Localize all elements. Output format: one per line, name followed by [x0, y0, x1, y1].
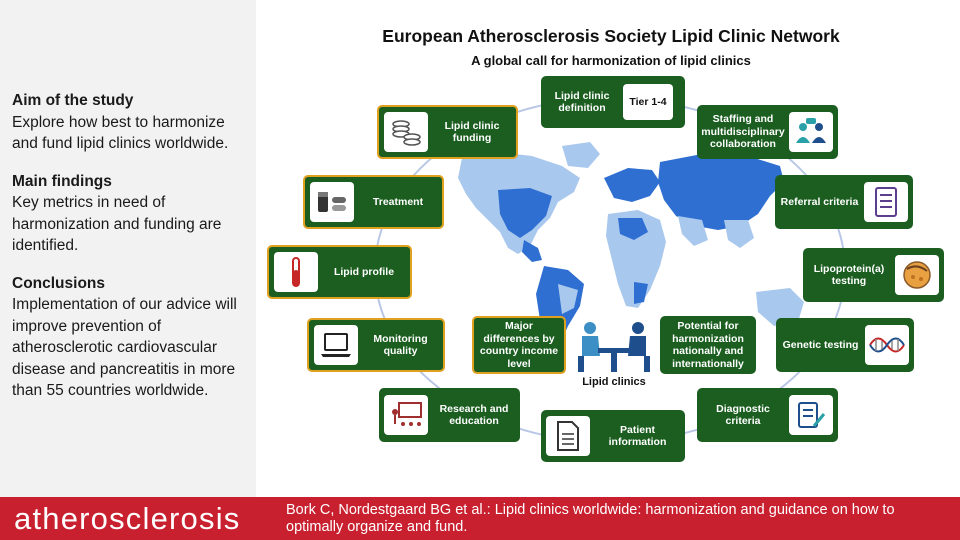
patient-info-label: Patient information — [608, 423, 667, 449]
document-icon — [546, 416, 590, 456]
conclusions-text: Implementation of our advice will improv… — [12, 296, 237, 399]
lipid-profile-box: Lipid profile — [267, 245, 412, 299]
genetic-testing-box: Genetic testing — [776, 318, 914, 372]
pills-icon — [310, 182, 354, 222]
lipoprotein-label: Lipoprotein(a) testing — [813, 262, 885, 288]
page-title: European Atherosclerosis Society Lipid C… — [382, 26, 840, 46]
patient-information-box: Patient information — [541, 410, 685, 462]
monitoring-quality-box: Monitoring quality — [307, 318, 445, 372]
diagnostic-label: Diagnostic criteria — [716, 402, 770, 428]
findings-text: Key metrics in need of harmonization and… — [12, 194, 222, 254]
lipid-clinic-funding-box: Lipid clinic funding — [377, 105, 518, 159]
genetic-label: Genetic testing — [782, 338, 859, 351]
clipboard-pen-icon — [789, 395, 833, 435]
journal-brand: atherosclerosis — [14, 501, 241, 536]
summary-text: Aim of the study Explore how best to har… — [12, 90, 252, 418]
coins-icon — [384, 112, 428, 152]
differences-label: Major differences by country income leve… — [479, 320, 559, 370]
laptop-icon — [314, 325, 358, 365]
checklist-icon — [864, 182, 908, 222]
treatment-box: Treatment — [303, 175, 444, 229]
people-talking-icon — [789, 112, 833, 152]
potential-label: Potential for harmonization nationally a… — [672, 320, 744, 370]
aim-text: Explore how best to harmonize and fund l… — [12, 113, 229, 153]
left-panel: Aim of the study Explore how best to har… — [0, 0, 256, 497]
tier-badge: Tier 1-4 — [623, 84, 673, 120]
lipid-clinics-label: Lipid clinics — [582, 376, 646, 388]
profile-label: Lipid profile — [333, 265, 395, 278]
aim-heading: Aim of the study — [12, 92, 134, 109]
conclusions-section: Conclusions Implementation of our advice… — [12, 273, 252, 402]
lipid-clinic-definition-box: Lipid clinic definition Tier 1-4 — [541, 76, 685, 128]
major-differences-box: Major differences by country income leve… — [472, 316, 566, 374]
referral-box: Referral criteria — [775, 175, 913, 229]
lipoprotein-sphere-icon — [895, 255, 939, 295]
research-education-box: Research and education — [379, 388, 520, 442]
footer-banner: atherosclerosis Bork C, Nordestgaard BG … — [0, 497, 960, 540]
aim-section: Aim of the study Explore how best to har… — [12, 90, 252, 155]
test-tube-icon — [274, 252, 318, 292]
staffing-box: Staffing and multidisciplinary collabora… — [697, 105, 838, 159]
teacher-board-icon — [384, 395, 428, 435]
dna-icon — [865, 325, 909, 365]
lipoprotein-a-box: Lipoprotein(a) testing — [803, 248, 944, 302]
page-subtitle: A global call for harmonization of lipid… — [471, 53, 751, 68]
research-label: Research and education — [439, 402, 509, 428]
staffing-label: Staffing and multidisciplinary collabora… — [701, 113, 785, 151]
treatment-label: Treatment — [372, 195, 424, 208]
monitoring-label: Monitoring quality — [373, 332, 428, 358]
referral-label: Referral criteria — [780, 195, 859, 208]
definition-label: Lipid clinic definition — [554, 89, 610, 115]
potential-harmonization-box: Potential for harmonization nationally a… — [660, 316, 756, 374]
conclusions-heading: Conclusions — [12, 274, 106, 292]
consultation-icon — [578, 322, 650, 372]
funding-label: Lipid clinic funding — [444, 119, 500, 145]
findings-heading: Main findings — [12, 172, 112, 190]
citation-text: Bork C, Nordestgaard BG et al.: Lipid cl… — [286, 502, 895, 535]
findings-section: Main findings Key metrics in need of har… — [12, 171, 252, 257]
diagnostic-criteria-box: Diagnostic criteria — [697, 388, 838, 442]
